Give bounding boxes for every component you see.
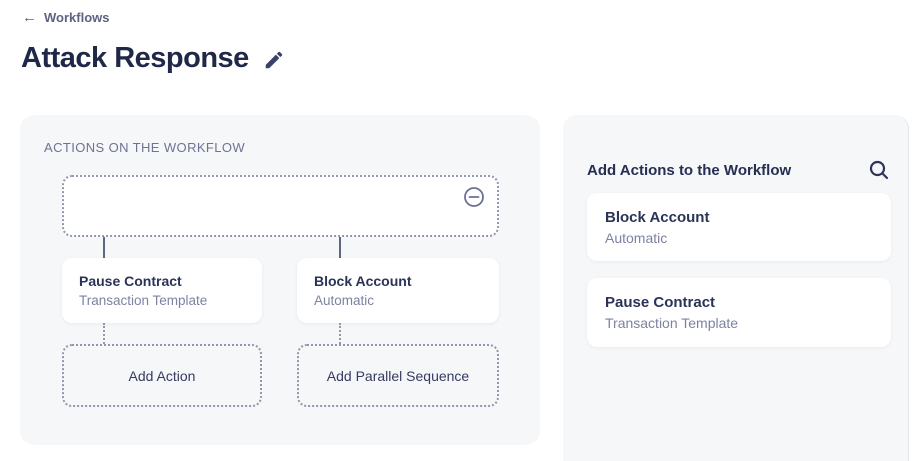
action-library-title: Add Actions to the Workflow (587, 161, 792, 179)
search-icon[interactable] (868, 159, 890, 181)
page-title-row: Attack Response (21, 42, 285, 75)
workflow-node-block-account[interactable]: Block Account Automatic (297, 258, 499, 323)
arrow-left-icon: ← (22, 9, 37, 26)
action-library-header: Add Actions to the Workflow (587, 159, 890, 181)
action-library-panel: Add Actions to the Workflow Block Accoun… (563, 115, 909, 461)
node-subtitle: Automatic (314, 293, 375, 308)
node-title: Pause Contract (79, 273, 182, 289)
back-to-workflows-link[interactable]: ← Workflows (22, 10, 110, 25)
workflow-canvas-panel: ACTIONS ON THE WORKFLOW Pause Contract T… (20, 115, 540, 445)
workflow-node-pause-contract[interactable]: Pause Contract Transaction Template (62, 258, 262, 323)
library-item-subtitle: Automatic (605, 229, 668, 246)
library-item-title: Pause Contract (605, 294, 716, 311)
add-parallel-sequence-label: Add Parallel Sequence (326, 367, 470, 384)
library-item-block-account[interactable]: Block Account Automatic (587, 193, 891, 261)
back-link-label: Workflows (44, 10, 110, 25)
library-item-title: Block Account (605, 208, 710, 226)
connector-line (103, 237, 105, 258)
connector-dotted-line (103, 323, 105, 344)
library-item-subtitle: Transaction Template (605, 315, 739, 331)
connector-line (339, 237, 341, 258)
workflow-panel-label: ACTIONS ON THE WORKFLOW (44, 140, 246, 155)
node-title: Block Account (314, 273, 412, 289)
page-title: Attack Response (21, 42, 249, 74)
workflow-root-node[interactable] (62, 175, 499, 237)
pencil-icon[interactable] (263, 49, 285, 71)
add-action-button[interactable]: Add Action (62, 344, 262, 407)
library-item-pause-contract[interactable]: Pause Contract Transaction Template (587, 278, 891, 347)
add-parallel-sequence-button[interactable]: Add Parallel Sequence (297, 344, 499, 407)
minus-circle-icon[interactable] (463, 186, 485, 208)
node-subtitle: Transaction Template (79, 293, 208, 308)
add-action-label: Add Action (128, 367, 196, 384)
connector-dotted-line (339, 323, 341, 344)
